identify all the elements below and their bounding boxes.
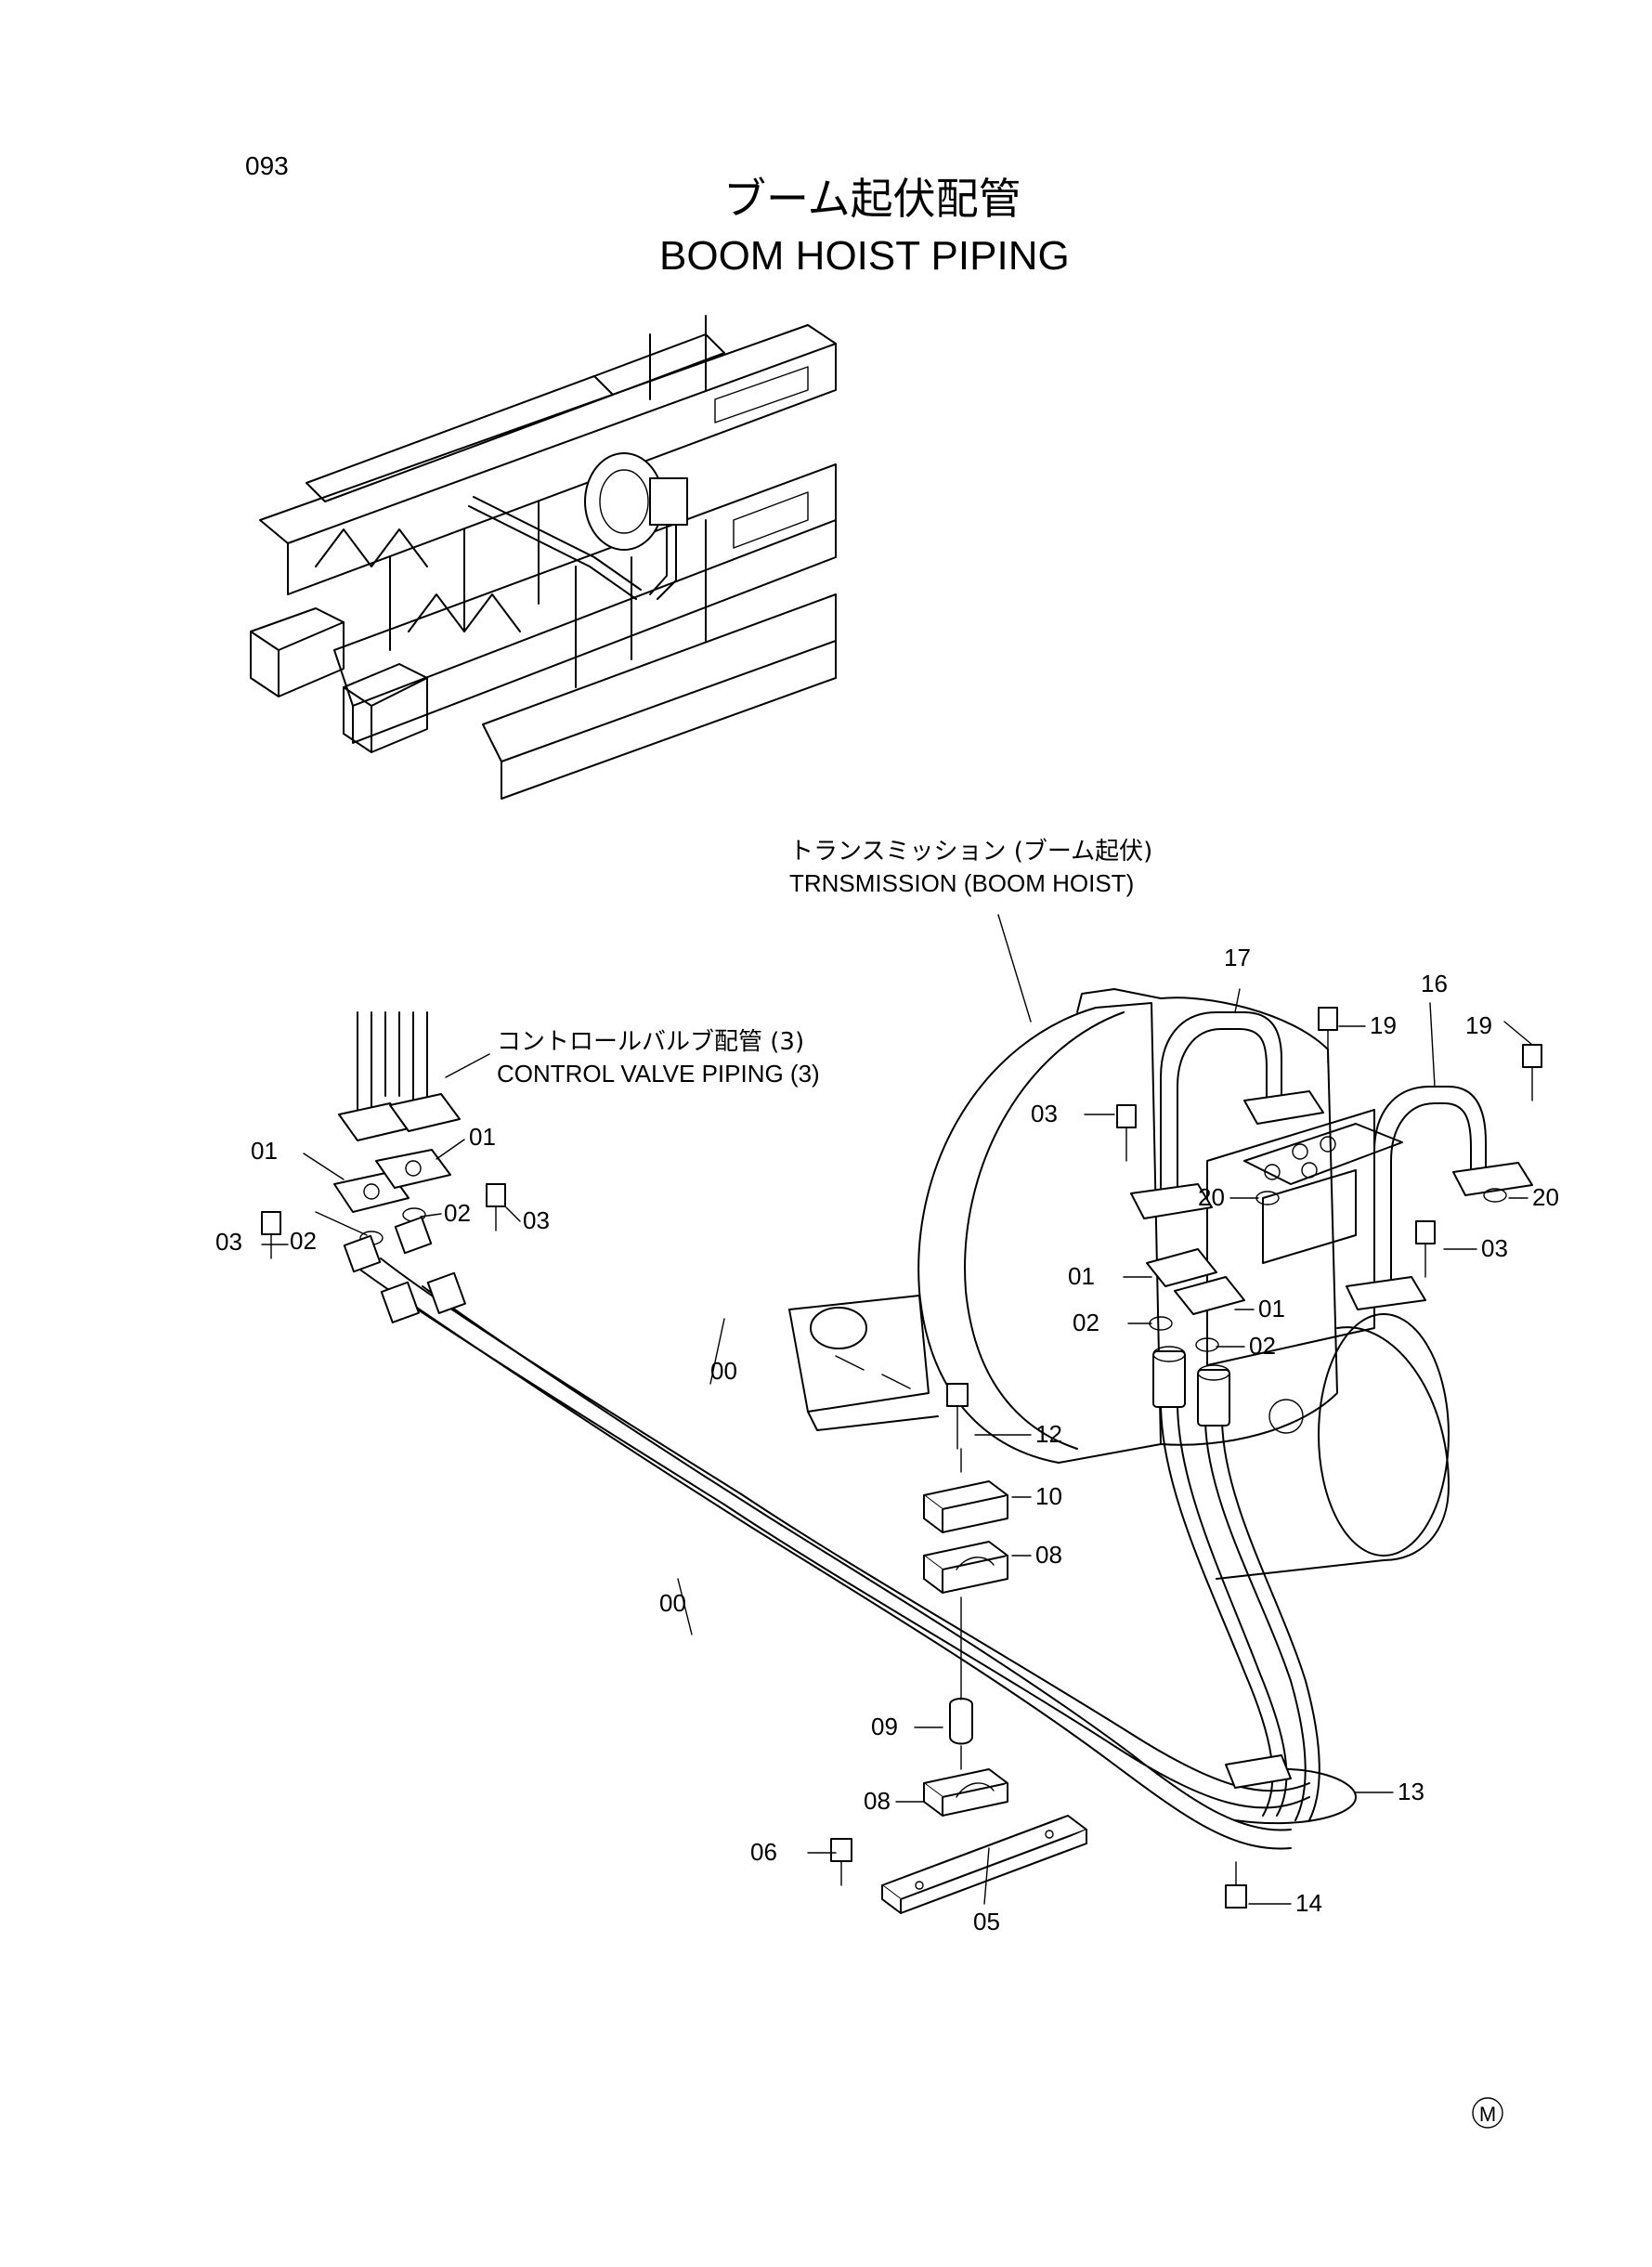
part-label: 19 [1370, 1011, 1397, 1039]
clamp-parts [881, 1448, 1087, 1914]
part-label: 19 [1465, 1011, 1492, 1039]
part-label: 01 [1068, 1262, 1095, 1290]
part-label: 13 [1398, 1778, 1424, 1805]
part-label: 01 [251, 1137, 278, 1165]
title-japanese: ブーム起伏配管 [723, 174, 1021, 224]
leader-lines [261, 914, 1533, 1905]
part-label: 05 [973, 1908, 1000, 1935]
part-label: 01 [469, 1123, 496, 1151]
flanges-and-o-rings [333, 1149, 1507, 1352]
part-label: 16 [1421, 970, 1448, 997]
part-label: 08 [1035, 1541, 1062, 1569]
transmission-callout-jp: トランスミッション (ブーム起伏) [789, 838, 1152, 866]
transmission-callout-en: TRNSMISSION (BOOM HOIST) [789, 869, 1134, 897]
part-label: 02 [1249, 1332, 1276, 1360]
title-english: BOOM HOIST PIPING [659, 233, 1070, 279]
part-label: 00 [659, 1589, 686, 1617]
bolts [261, 1007, 1542, 1909]
part-label: 10 [1035, 1482, 1062, 1510]
part-label: 02 [1073, 1309, 1099, 1336]
part-labels: 00 00 01 01 01 01 02 02 02 02 03 03 03 0… [215, 944, 1559, 1935]
part-label: 20 [1198, 1183, 1225, 1211]
page-number: 093 [245, 151, 289, 180]
u-pipe-17 [1130, 1011, 1324, 1219]
transmission-housing [788, 988, 1450, 1580]
part-label: 01 [1258, 1295, 1285, 1322]
part-label: 02 [290, 1227, 317, 1255]
part-label: 12 [1035, 1420, 1062, 1448]
u-pipe-16 [1346, 1086, 1533, 1310]
part-label: 02 [444, 1199, 471, 1227]
part-label: 14 [1295, 1889, 1322, 1917]
part-label: 20 [1532, 1183, 1559, 1211]
part-label: 09 [871, 1713, 898, 1740]
hoses-00 [343, 1216, 1310, 1850]
part-label: 03 [1031, 1100, 1058, 1127]
part-label: 00 [710, 1357, 737, 1385]
control-valve-piping [338, 1011, 461, 1141]
clamp-13 [1225, 1754, 1357, 1825]
frame-overview-illustration [250, 315, 837, 800]
hoses-to-transmission [1152, 1346, 1320, 1821]
control-valve-callout-en: CONTROL VALVE PIPING (3) [497, 1060, 820, 1088]
part-label: 08 [864, 1787, 891, 1815]
circled-m-mark: M [1472, 2097, 1503, 2129]
part-label: 03 [1481, 1234, 1508, 1262]
control-valve-callout-jp: コントロールバルブ配管 (3) [497, 1028, 804, 1056]
part-label: 06 [750, 1838, 777, 1866]
mark-text: M [1479, 2103, 1496, 2126]
part-label: 03 [215, 1228, 242, 1256]
part-label: 03 [523, 1206, 550, 1234]
part-label: 17 [1224, 944, 1251, 971]
